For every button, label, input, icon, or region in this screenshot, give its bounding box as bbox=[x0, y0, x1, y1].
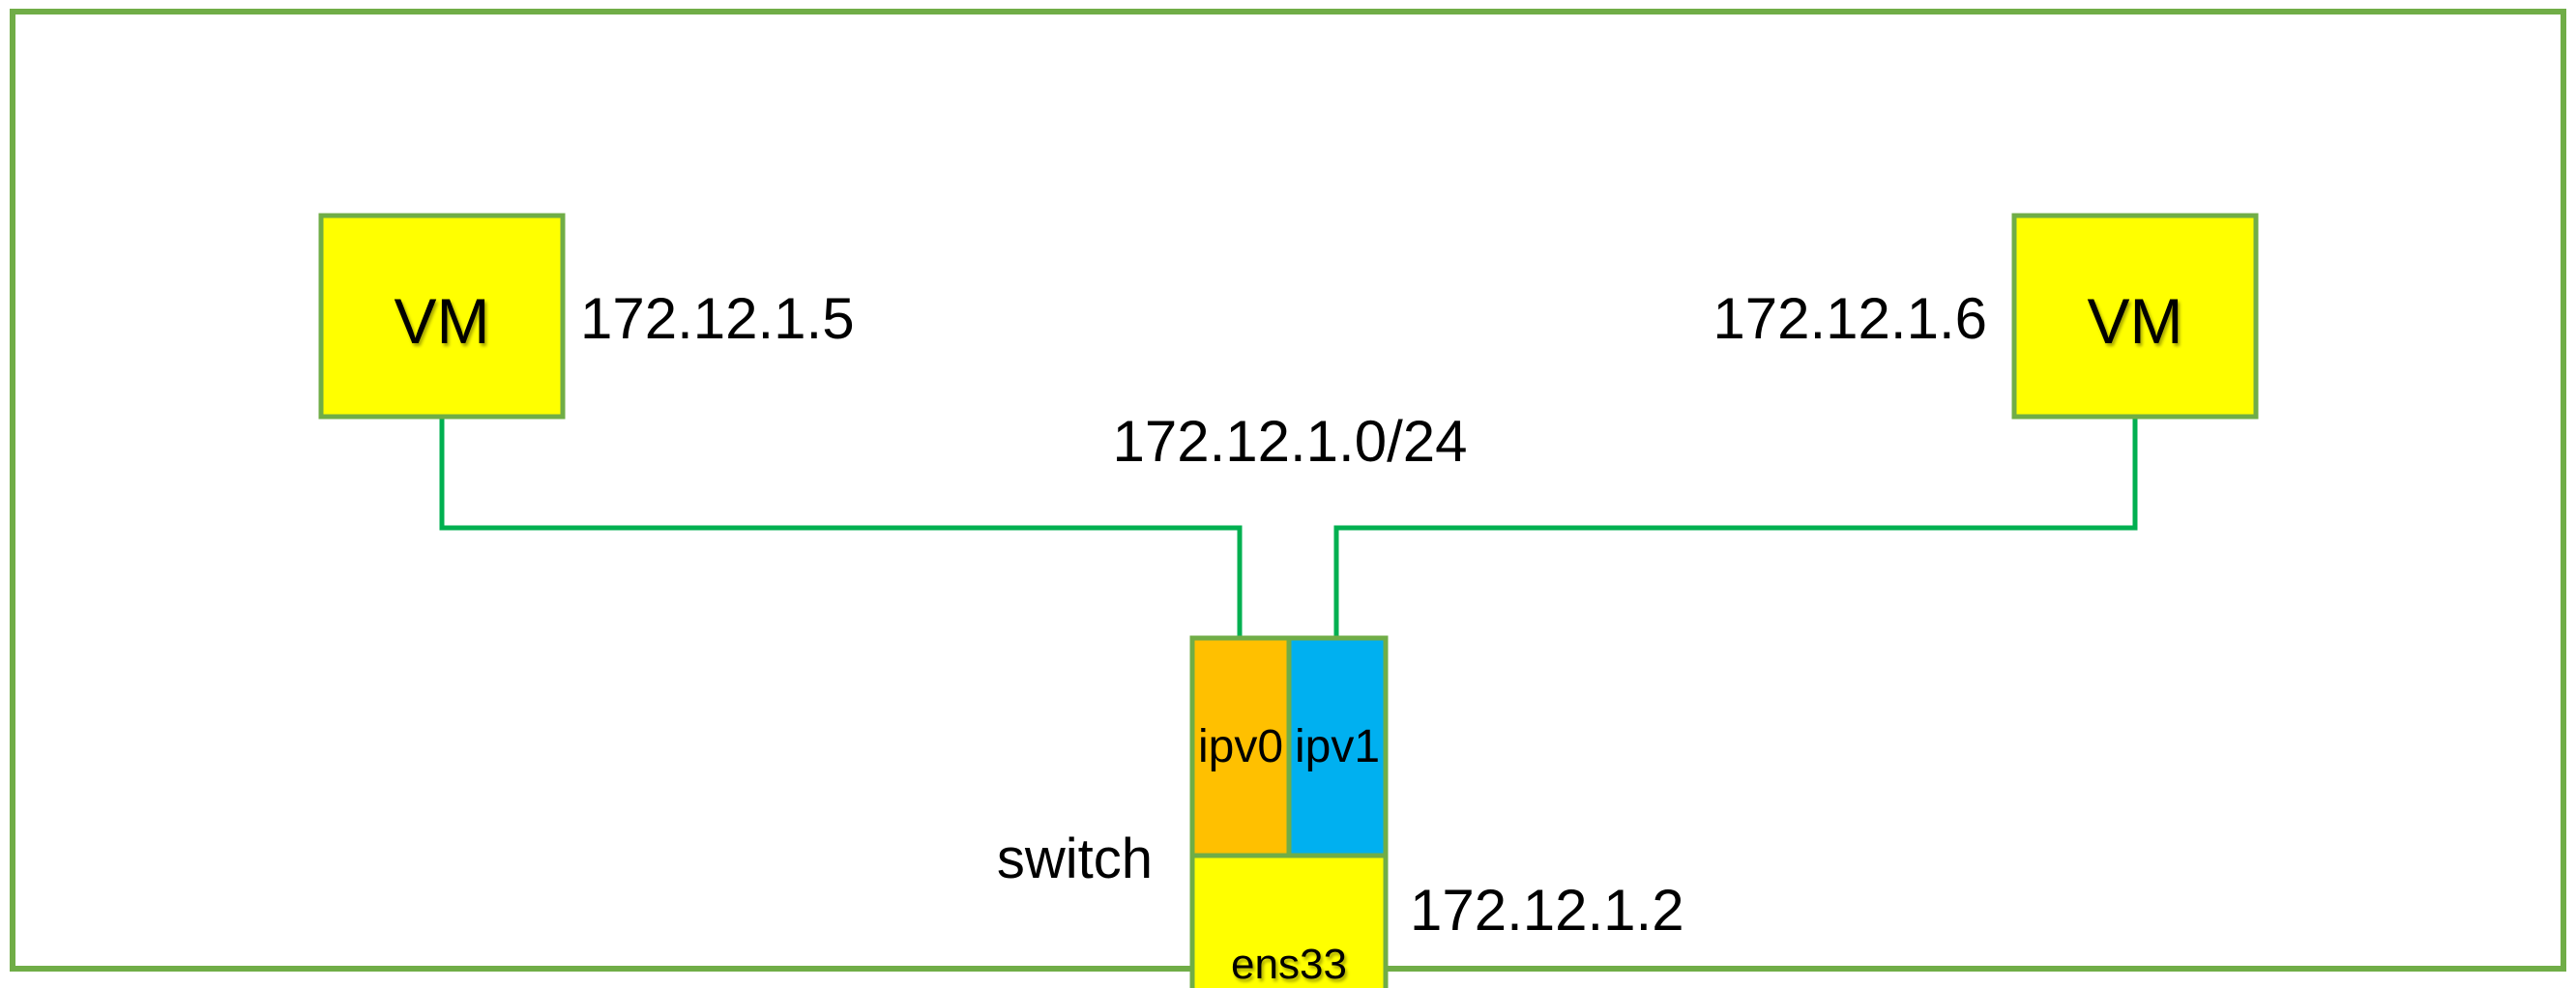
link-right-vm-to-ipv1 bbox=[1333, 416, 2138, 638]
vm-left-ip: 172.12.1.5 bbox=[580, 286, 855, 351]
switch[interactable]: ipv0 ipv1 ens33 bbox=[1189, 635, 1389, 988]
vm-right-label: VM bbox=[2088, 285, 2183, 357]
vm-left[interactable]: VM bbox=[318, 213, 566, 420]
switch-label: switch bbox=[997, 828, 1153, 890]
port-ipv1[interactable] bbox=[1286, 635, 1389, 858]
vm-right-box bbox=[2011, 213, 2259, 420]
port-ipv0-label: ipv0 bbox=[1198, 721, 1283, 772]
uplink-ip: 172.12.1.2 bbox=[1410, 878, 1684, 943]
vm-right-ip: 172.12.1.6 bbox=[1712, 286, 1987, 351]
subnet-label: 172.12.1.0/24 bbox=[1112, 409, 1467, 474]
link-left-vm-to-ipv0 bbox=[439, 416, 1243, 638]
uplink-ens33[interactable] bbox=[1189, 853, 1389, 988]
port-ipv0[interactable] bbox=[1189, 635, 1292, 858]
vm-left-label: VM bbox=[395, 285, 490, 357]
vm-left-box bbox=[318, 213, 566, 420]
vm-right[interactable]: VM bbox=[2011, 213, 2259, 420]
uplink-ens33-label: ens33 bbox=[1231, 941, 1347, 988]
port-ipv1-label: ipv1 bbox=[1295, 721, 1380, 772]
